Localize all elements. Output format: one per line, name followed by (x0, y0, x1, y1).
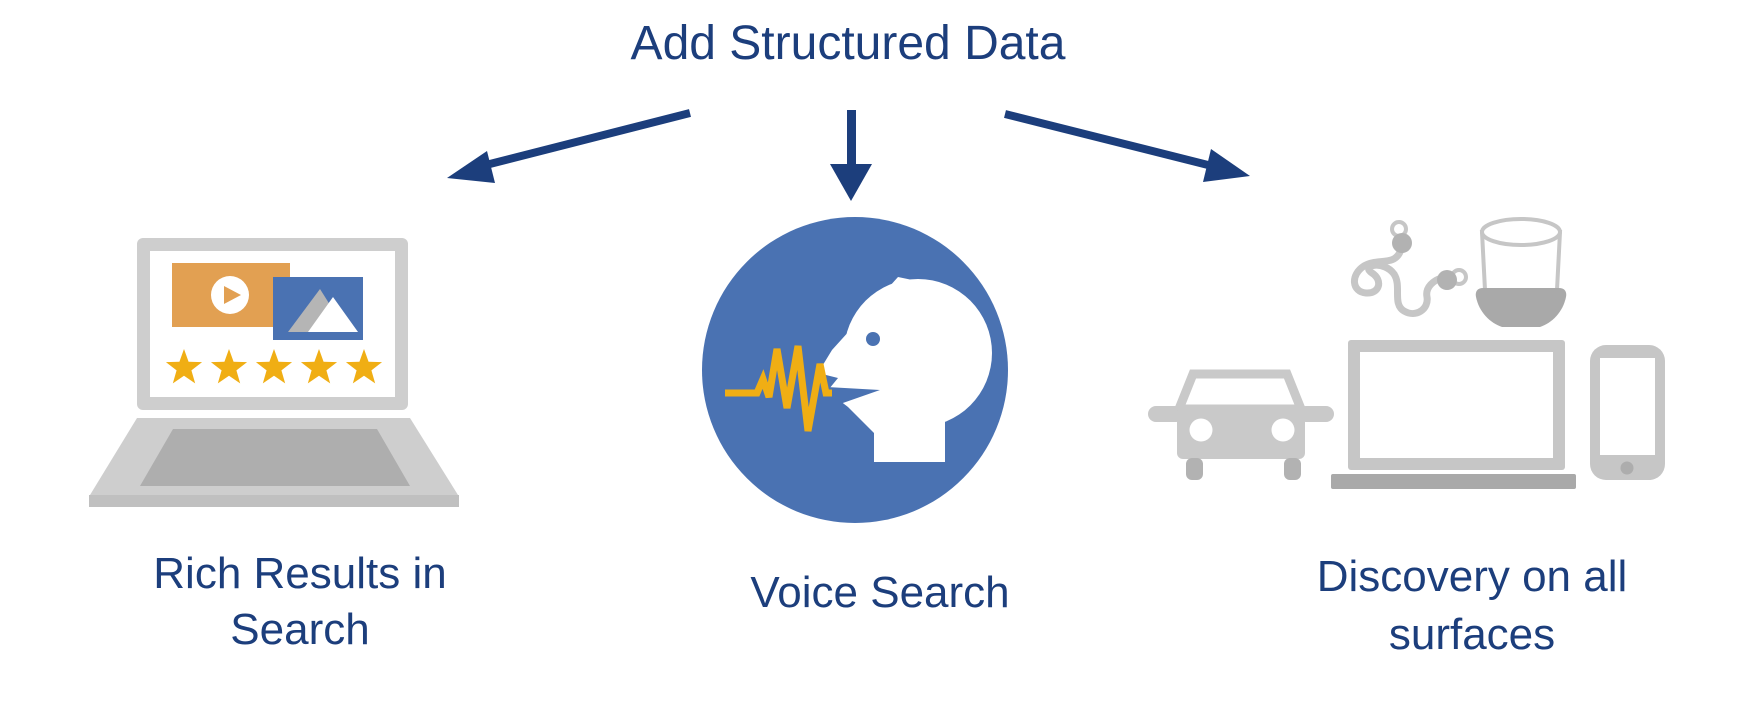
voice-waveform-icon (725, 345, 832, 432)
home-button (1620, 461, 1634, 475)
laptop-rich-results-icon (89, 238, 459, 507)
label-line: Rich Results in (153, 549, 447, 598)
mouth (827, 387, 880, 404)
play-icon (224, 286, 241, 304)
devices-icon (1148, 217, 1665, 489)
arrow-right-icon (1004, 110, 1250, 182)
laptop-keyboard (140, 429, 410, 486)
car-icon (1148, 369, 1334, 480)
label-rich-results: Rich Results in Search (153, 546, 446, 658)
earbuds-icon (1351, 220, 1468, 317)
laptop-icon (1331, 340, 1576, 489)
label-line: Search (230, 605, 370, 654)
eye (866, 332, 880, 346)
label-line: surfaces (1388, 610, 1556, 659)
label-line: Discovery on all (1316, 552, 1628, 601)
label-voice-search: Voice Search (750, 568, 1009, 618)
label-discovery: Discovery on all surfaces (1317, 548, 1628, 664)
arrow-down-icon (830, 110, 872, 201)
phone-icon (1590, 345, 1665, 480)
diagram-title: Add Structured Data (630, 17, 1066, 70)
voice-search-icon (702, 217, 1008, 523)
smart-speaker-icon (1475, 217, 1567, 327)
arrow-left-icon (447, 109, 691, 183)
image-thumbnail-icon (273, 277, 363, 340)
label-line: Voice Search (750, 568, 1010, 617)
video-thumbnail-icon (172, 263, 290, 327)
mountain-icon (308, 297, 358, 332)
